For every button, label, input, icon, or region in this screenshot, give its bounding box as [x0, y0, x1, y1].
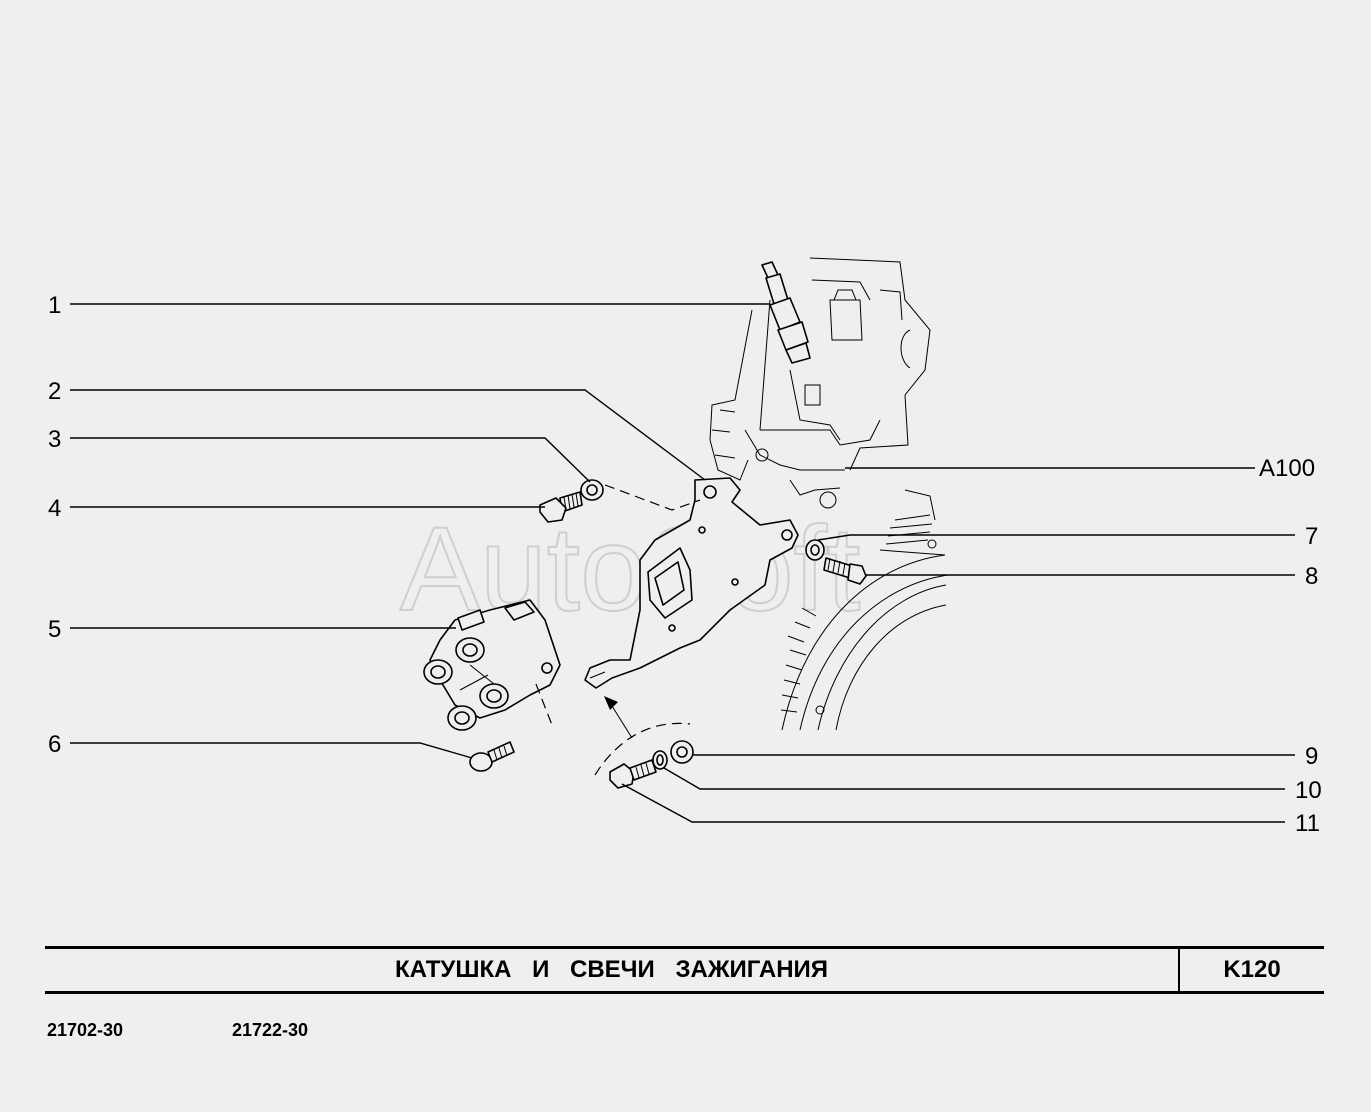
assembly-line-coil	[535, 683, 553, 726]
assembly-line-washer	[604, 484, 701, 511]
bolt-8	[823, 557, 867, 585]
screw-6	[469, 741, 515, 772]
title-divider	[1178, 949, 1180, 991]
washer-3	[580, 479, 604, 501]
callout-4: 4	[48, 495, 61, 522]
leader-lines	[70, 303, 1295, 823]
callout-11: 11	[1295, 810, 1320, 837]
callout-a100: A100	[1259, 455, 1315, 482]
callout-1: 1	[48, 292, 61, 319]
model-code-1: 21702-30	[47, 1020, 124, 1040]
bolt-4	[539, 491, 583, 523]
assembly-line-bolt	[594, 722, 691, 776]
page-title: КАТУШКА И СВЕЧИ ЗАЖИГАНИЯ	[394, 956, 829, 983]
callout-3: 3	[48, 426, 61, 453]
washer-7	[805, 539, 825, 561]
washer-9	[670, 740, 694, 764]
page-code: K120	[1223, 956, 1281, 983]
callout-2: 2	[48, 378, 61, 405]
ignition-coil	[423, 599, 561, 731]
model-code-2: 21722-30	[232, 1020, 309, 1040]
callout-9: 9	[1305, 743, 1318, 770]
callout-10: 10	[1295, 777, 1322, 804]
engine-block-outline	[709, 257, 949, 731]
callout-6: 6	[48, 731, 61, 758]
callout-5: 5	[48, 616, 61, 643]
callout-7: 7	[1305, 523, 1318, 550]
assembly-arrow	[604, 696, 633, 739]
bolt-11	[609, 759, 657, 789]
title-block: КАТУШКА И СВЕЧИ ЗАЖИГАНИЯ K120	[45, 946, 1324, 994]
callout-8: 8	[1305, 563, 1318, 590]
ignition-coil-bracket	[584, 477, 799, 689]
spark-plug	[761, 261, 811, 364]
lock-washer-10	[652, 750, 668, 770]
